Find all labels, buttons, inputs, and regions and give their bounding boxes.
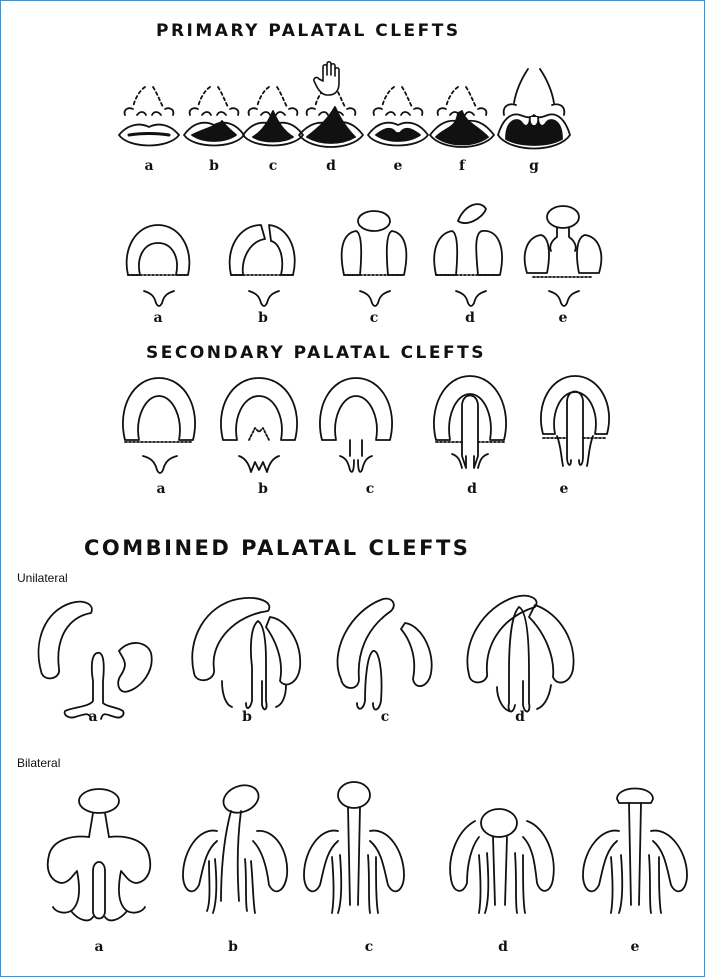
letter-label: d: [467, 481, 477, 497]
unilateral-label: Unilateral: [17, 571, 68, 585]
letter-label: b: [228, 939, 238, 955]
letter-label: c: [366, 481, 375, 497]
secondary-heading: SECONDARY PALATAL CLEFTS: [146, 343, 486, 363]
letter-label: c: [381, 709, 390, 725]
primary-palate-a: [127, 225, 190, 306]
secondary-palate-d: [434, 376, 506, 468]
bilateral-palate-b: [183, 781, 287, 913]
bilateral-palate-a: [48, 789, 151, 920]
letter-label: a: [94, 939, 103, 955]
unilateral-palate-a: [39, 602, 152, 719]
secondary-palate-c: [320, 378, 392, 472]
letter-label: b: [258, 310, 268, 326]
secondary-palate-a: [123, 378, 195, 473]
letter-label: e: [559, 310, 568, 326]
hand-cursor-icon: [314, 62, 339, 95]
unilateral-palate-b: [192, 598, 300, 709]
primary-lip-a: [119, 87, 179, 146]
letter-label: e: [394, 158, 403, 174]
unilateral-palate-d: [467, 596, 573, 712]
bilateral-palate-e: [583, 789, 687, 914]
letter-label: c: [269, 158, 278, 174]
primary-lip-c: [243, 87, 303, 146]
letter-label: e: [631, 939, 640, 955]
letter-label: a: [88, 709, 97, 725]
letter-label: a: [156, 481, 165, 497]
unilateral-palate-c: [337, 599, 431, 710]
letter-label: b: [258, 481, 268, 497]
primary-palate-e: [525, 206, 602, 306]
letter-label: d: [326, 158, 336, 174]
primary-lip-d: [299, 87, 363, 147]
letter-label: b: [209, 158, 219, 174]
primary-lip-g: [498, 69, 570, 149]
primary-palate-c: [342, 211, 407, 306]
letter-label: d: [465, 310, 475, 326]
primary-palate-d: [434, 204, 502, 306]
primary-lip-e: [368, 87, 428, 146]
combined-heading: COMBINED PALATAL CLEFTS: [84, 536, 470, 560]
primary-palate-b: [230, 225, 295, 306]
letter-label: e: [560, 481, 569, 497]
bilateral-label: Bilateral: [17, 756, 60, 770]
letter-label: f: [459, 158, 465, 174]
secondary-palate-b: [221, 378, 297, 472]
primary-heading: PRIMARY PALATAL CLEFTS: [156, 21, 461, 41]
letter-label: d: [515, 709, 525, 725]
secondary-palate-e: [541, 376, 609, 466]
letter-label: a: [144, 158, 153, 174]
letter-label: g: [529, 158, 539, 174]
letter-label: c: [370, 310, 379, 326]
primary-lip-f: [430, 87, 494, 147]
letter-label: b: [242, 709, 252, 725]
letter-label: a: [153, 310, 162, 326]
letter-label: c: [365, 939, 374, 955]
bilateral-palate-c: [304, 782, 404, 913]
bilateral-palate-d: [450, 809, 554, 913]
primary-lip-b: [184, 87, 244, 146]
letter-label: d: [498, 939, 508, 955]
